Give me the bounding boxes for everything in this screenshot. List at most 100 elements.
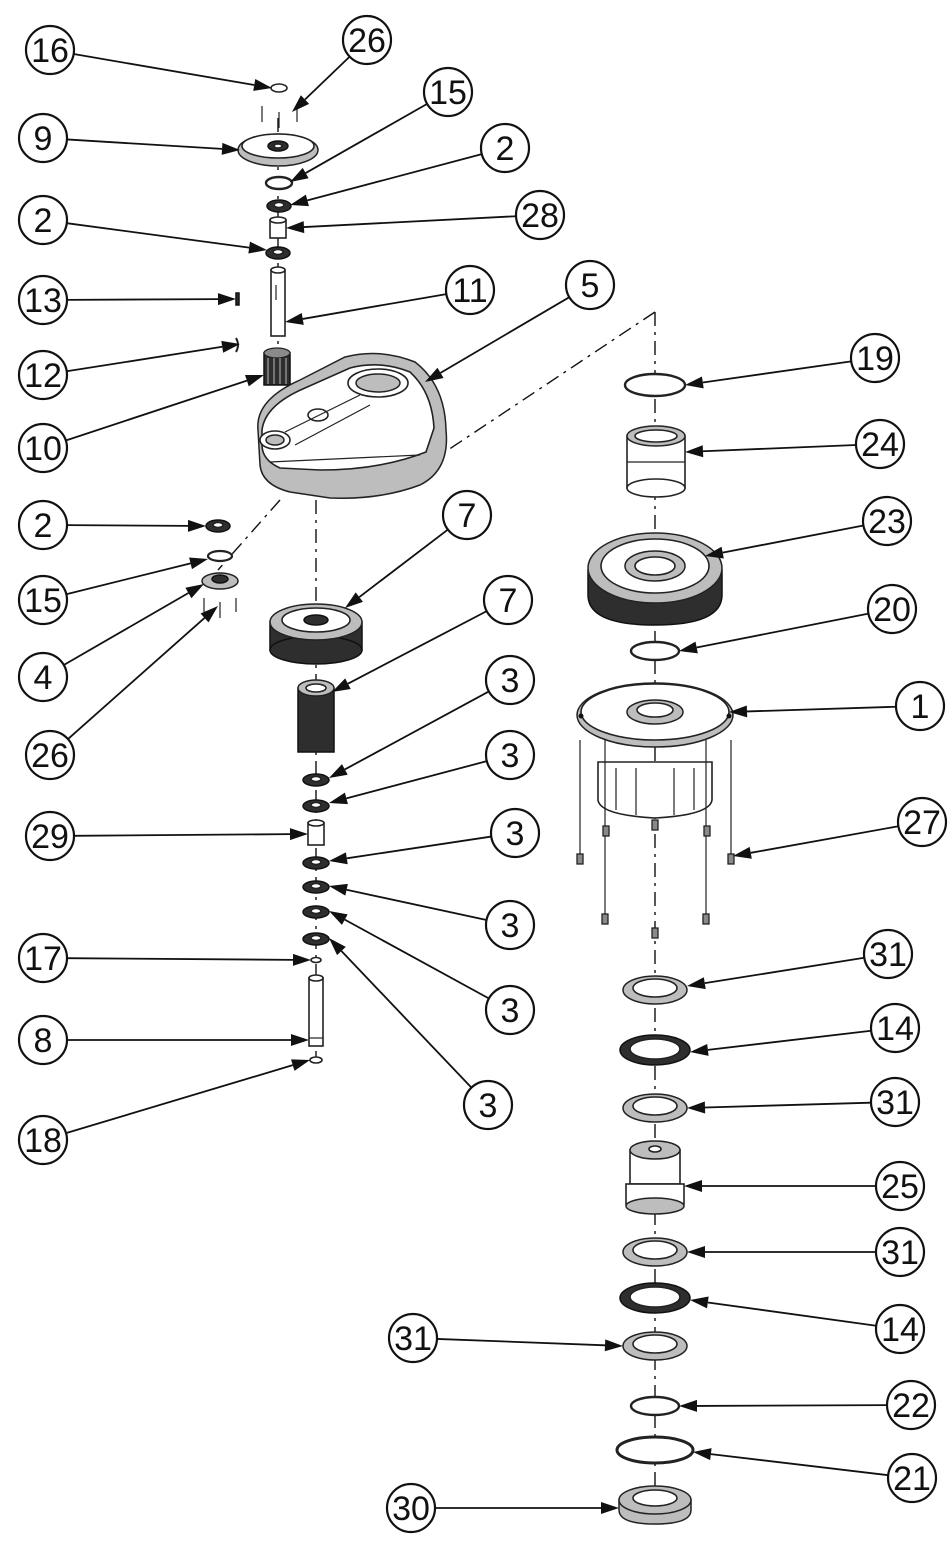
callout-balloon-c4: 4 [17, 651, 69, 703]
leader-line-c7b [347, 610, 488, 685]
part-18-washer [309, 1056, 323, 1064]
callout-circle [17, 112, 69, 164]
part-28-spacer [269, 216, 287, 239]
callout-balloon-c2c: 2 [17, 499, 69, 551]
leader-line-c3a [344, 690, 490, 771]
leader-line-c26b [67, 617, 206, 740]
leader-arrowhead-c2b [248, 241, 267, 254]
leader-line-c31d [436, 1338, 606, 1347]
leader-line-c4 [63, 592, 189, 666]
callout-label: 22 [892, 1387, 930, 1425]
callout-label: 1 [911, 688, 930, 726]
leader-arrowhead-c18 [291, 1059, 310, 1071]
callout-label: 26 [31, 737, 69, 775]
leader-arrowhead-c2c [187, 519, 206, 532]
callout-balloon-c10: 10 [17, 422, 69, 474]
callout-balloon-c5: 5 [564, 259, 616, 311]
callout-circle [422, 66, 474, 118]
callout-label: 9 [34, 120, 53, 158]
leader-arrowhead-c16a [253, 79, 272, 91]
part-11-shaft [270, 266, 286, 337]
leader-line-c2b [66, 222, 250, 249]
callout-label: 16 [31, 32, 69, 70]
callout-label: 2 [34, 202, 53, 240]
callout-label: 13 [24, 282, 62, 320]
part-15-oring-top [264, 175, 294, 191]
leader-line-c21 [710, 1453, 889, 1477]
callout-label: 19 [856, 340, 894, 378]
callout-balloon-c9: 9 [17, 112, 69, 164]
part-22-ring [629, 1395, 681, 1417]
callout-label: 11 [452, 272, 487, 310]
leader-arrowhead-c28 [286, 221, 305, 234]
callout-label: 17 [24, 940, 62, 978]
part-20-ring [629, 640, 681, 662]
callout-balloon-c29: 29 [24, 810, 76, 862]
callout-balloon-c31b: 31 [869, 1076, 921, 1128]
callout-circle [17, 1014, 69, 1066]
callout-label: 3 [506, 815, 525, 853]
callout-label: 25 [881, 1168, 919, 1206]
callout-balloon-c14b: 14 [874, 1303, 926, 1355]
leader-arrowhead-c13 [217, 293, 236, 306]
callout-circle [564, 259, 616, 311]
leader-line-c2a [307, 153, 483, 202]
callout-balloon-c15b: 15 [17, 574, 69, 626]
callout-circle [869, 1002, 921, 1054]
leader-line-c15b [66, 562, 191, 596]
callout-circle [874, 1226, 926, 1278]
callout-circle [861, 495, 913, 547]
part-14-roller-bearing-b [619, 1282, 691, 1314]
callout-label: 21 [893, 1460, 931, 1498]
callout-label: 31 [881, 1234, 919, 1272]
part-3-bearings [302, 773, 330, 946]
leader-arrowhead-c12 [221, 340, 240, 353]
leader-line-c14b [707, 1301, 877, 1327]
leader-line-c22 [696, 1404, 888, 1407]
part-17-circlip [310, 956, 322, 964]
leader-arrowhead-c5 [425, 367, 444, 382]
leader-line-c28 [303, 215, 517, 228]
leader-arrowhead-c1 [729, 705, 748, 718]
leader-line-c27 [750, 825, 899, 854]
leader-arrowhead-c27 [733, 846, 752, 859]
callout-balloon-c31d: 31 [387, 1312, 439, 1364]
leader-arrowhead-c14a [690, 1043, 709, 1056]
leader-line-c9 [66, 138, 223, 150]
callout-circle [387, 1312, 439, 1364]
callout-label: 2 [34, 507, 53, 545]
leader-line-c31a [704, 956, 865, 985]
callout-label: 3 [479, 1087, 498, 1125]
part-26-screws-top [261, 106, 298, 128]
leader-arrowhead-c4 [185, 584, 204, 599]
callout-circle [17, 932, 69, 984]
callout-label: 14 [881, 1311, 919, 1349]
callout-circle [17, 1114, 69, 1166]
part-31-thrust-washer-b [622, 1093, 688, 1123]
callout-circle [484, 899, 536, 951]
leader-line-c1 [746, 705, 897, 713]
callout-label: 18 [24, 1122, 62, 1160]
callout-balloon-c3c: 3 [489, 807, 541, 859]
part-1-base-flange [576, 682, 734, 819]
callout-label: 4 [34, 659, 53, 697]
leader-arrowhead-c31c [687, 1246, 705, 1258]
part-14-roller-bearing-a [619, 1034, 691, 1066]
leader-line-c19 [702, 360, 852, 384]
leader-arrowhead-c3c [329, 852, 348, 865]
callout-balloon-c24: 24 [854, 418, 906, 470]
callout-balloon-c15a: 15 [422, 66, 474, 118]
part-2-bearing-b [265, 246, 291, 260]
callout-circle [17, 574, 69, 626]
callout-balloon-c12: 12 [17, 349, 69, 401]
callout-label: 14 [876, 1010, 914, 1048]
callout-circle [896, 796, 948, 848]
callout-circle [385, 1482, 437, 1534]
callout-circle [462, 1079, 514, 1131]
callout-circle [444, 264, 496, 316]
part-10-pinion [263, 347, 291, 386]
leader-arrowhead-c31d [604, 1339, 623, 1352]
leader-arrowhead-c3e [329, 911, 348, 925]
leader-arrowhead-c11 [285, 313, 304, 325]
leader-arrowhead-c14b [690, 1296, 709, 1309]
